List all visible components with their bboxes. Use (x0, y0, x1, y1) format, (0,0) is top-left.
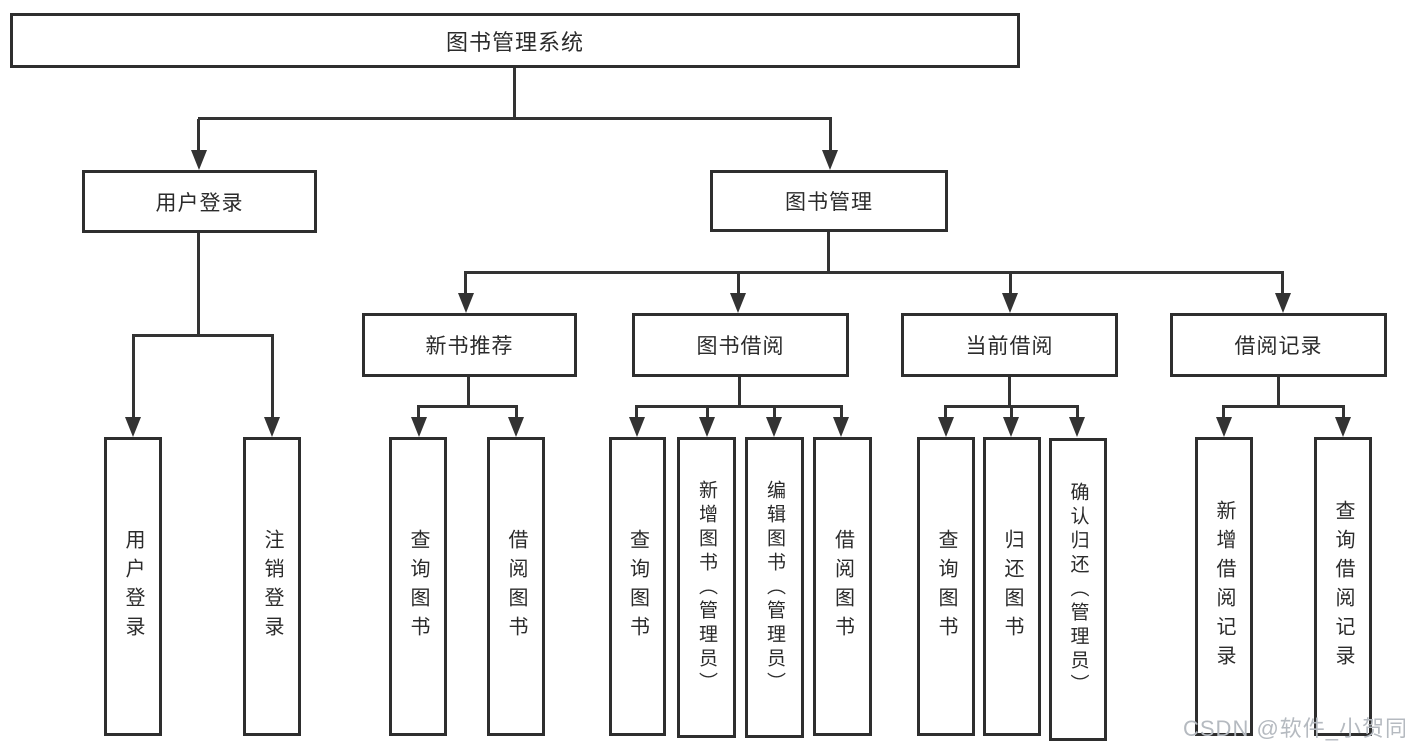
arrow-down-icon (822, 150, 838, 170)
arrow-down-icon (1003, 417, 1019, 437)
connector-line (737, 273, 740, 294)
arrow-down-icon (938, 417, 954, 437)
node-leaf-borrow-books-1: 借阅图书 (487, 437, 545, 736)
arrow-down-icon (766, 417, 782, 437)
connector-line (1010, 407, 1013, 418)
node-book-borrow: 图书借阅 (632, 313, 849, 377)
arrow-down-icon (1335, 417, 1351, 437)
connector-line (464, 273, 467, 294)
connector-line (132, 336, 135, 418)
node-leaf-query-borrow-record: 查询借阅记录 (1314, 437, 1372, 736)
arrow-down-icon (1216, 417, 1232, 437)
connector-line (515, 407, 518, 418)
connector-line (197, 230, 200, 336)
node-library-system: 图书管理系统 (10, 13, 1020, 68)
arrow-down-icon (1002, 293, 1018, 313)
node-leaf-query-books-2: 查询图书 (609, 437, 666, 736)
node-leaf-query-books-3: 查询图书 (917, 437, 975, 736)
node-leaf-query-books-1: 查询图书 (389, 437, 447, 736)
arrow-down-icon (411, 417, 427, 437)
node-user-login: 用户登录 (82, 170, 317, 233)
connector-line (417, 407, 420, 418)
connector-line (773, 407, 776, 418)
connector-line (840, 407, 843, 418)
connector-line (706, 407, 709, 418)
connector-line (417, 405, 518, 408)
arrow-down-icon (730, 293, 746, 313)
connector-line (271, 336, 274, 418)
connector-line (829, 119, 832, 152)
node-leaf-logout: 注销登录 (243, 437, 301, 736)
node-leaf-confirm-return-admin: 确认归还（管理员） (1049, 438, 1107, 741)
node-leaf-edit-books-admin: 编辑图书（管理员） (745, 437, 804, 738)
connector-line (738, 374, 741, 407)
arrow-down-icon (264, 417, 280, 437)
connector-line (1076, 407, 1079, 418)
arrow-down-icon (833, 417, 849, 437)
node-leaf-return-books: 归还图书 (983, 437, 1041, 736)
connector-line (197, 119, 200, 152)
arrow-down-icon (508, 417, 524, 437)
connector-line (635, 407, 638, 418)
connector-line (1277, 374, 1280, 407)
connector-line (944, 405, 1079, 408)
connector-line (1222, 405, 1345, 408)
arrow-down-icon (1275, 293, 1291, 313)
connector-line (635, 405, 843, 408)
node-current-borrow: 当前借阅 (901, 313, 1118, 377)
connector-line (513, 66, 516, 119)
connector-line (467, 374, 470, 407)
node-leaf-add-books-admin: 新增图书（管理员） (677, 437, 736, 738)
connector-line (1342, 407, 1345, 418)
arrow-down-icon (629, 417, 645, 437)
connector-line (1008, 374, 1011, 407)
node-new-book-recommend: 新书推荐 (362, 313, 577, 377)
connector-line (1281, 273, 1284, 294)
arrow-down-icon (458, 293, 474, 313)
arrow-down-icon (191, 150, 207, 170)
watermark: CSDN @软件_小贺同学 (1183, 716, 1405, 741)
arrow-down-icon (699, 417, 715, 437)
connector-line (1009, 273, 1012, 294)
node-borrow-record: 借阅记录 (1170, 313, 1387, 377)
arrow-down-icon (125, 417, 141, 437)
connector-line (1222, 407, 1225, 418)
node-leaf-add-borrow-record: 新增借阅记录 (1195, 437, 1253, 736)
node-leaf-user-login: 用户登录 (104, 437, 162, 736)
node-leaf-borrow-books-2: 借阅图书 (813, 437, 872, 736)
node-book-management: 图书管理 (710, 170, 948, 232)
arrow-down-icon (1069, 417, 1085, 437)
connector-line (198, 117, 832, 120)
connector-line (944, 407, 947, 418)
connector-line (132, 334, 274, 337)
connector-line (464, 271, 1284, 274)
connector-line (827, 229, 830, 273)
